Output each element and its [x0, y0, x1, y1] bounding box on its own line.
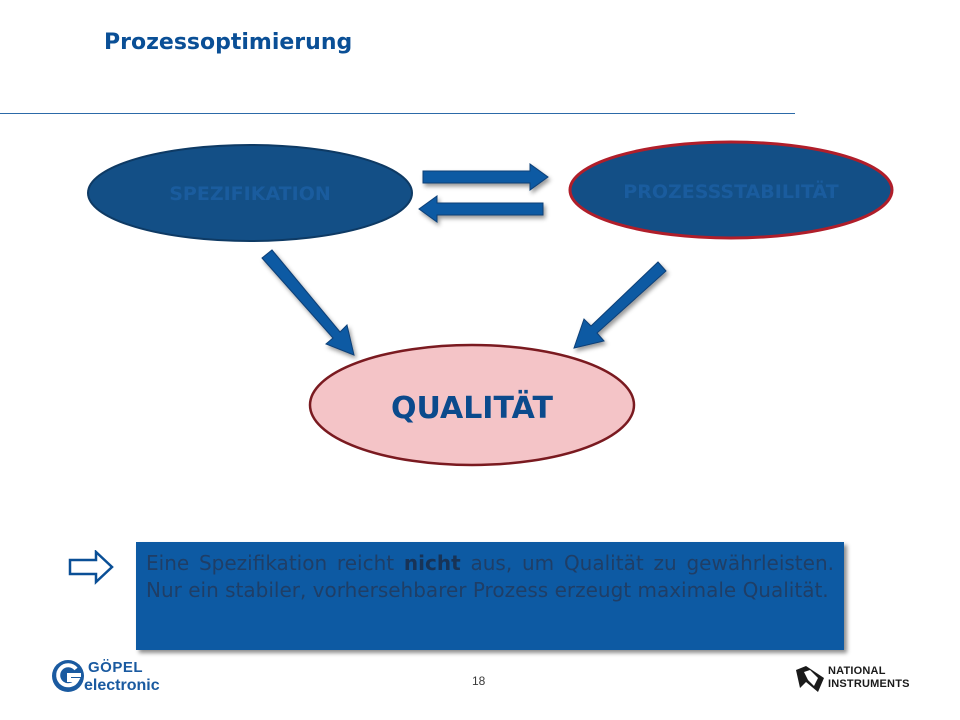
spezifikation-label: SPEZIFIKATION	[169, 183, 331, 205]
conclusion-box: Eine Spezifikation reicht nicht aus, um …	[136, 542, 844, 650]
goepel-logo-line2: electronic	[84, 677, 160, 694]
title-divider	[0, 113, 795, 114]
goepel-logo-line1: GÖPEL	[88, 659, 144, 676]
arrow-down-right-icon	[261, 249, 355, 356]
spezifikation-ellipse	[87, 144, 413, 242]
arrow-right-icon	[422, 163, 549, 191]
qualitaet-ellipse	[308, 343, 636, 467]
conclusion-arrow-icon	[68, 550, 114, 585]
ni-logo-line2: INSTRUMENTS	[828, 678, 910, 690]
ni-logo	[796, 666, 824, 692]
prozessstabilitaet-ellipse	[568, 140, 894, 240]
prozessstabilitaet-label: PROZESSSTABILITÄT	[623, 179, 838, 203]
conclusion-text-end: aus, um Qualität zu gewährleisten. Nur e…	[146, 551, 834, 602]
arrow-left-icon	[418, 195, 544, 223]
qualitaet-label: QUALITÄT	[391, 390, 553, 426]
conclusion-emphasis: nicht	[403, 551, 461, 575]
exchange-arrows	[418, 163, 549, 223]
goepel-logo	[52, 660, 84, 692]
conclusion-text-start: Eine Spezifikation reicht	[146, 551, 404, 575]
page-number: 18	[472, 674, 486, 688]
slide-title: Prozessoptimierung	[104, 30, 353, 55]
arrow-down-left-icon	[573, 261, 667, 349]
diagonal-arrows	[261, 249, 667, 356]
ni-logo-line1: NATIONAL	[828, 665, 886, 677]
